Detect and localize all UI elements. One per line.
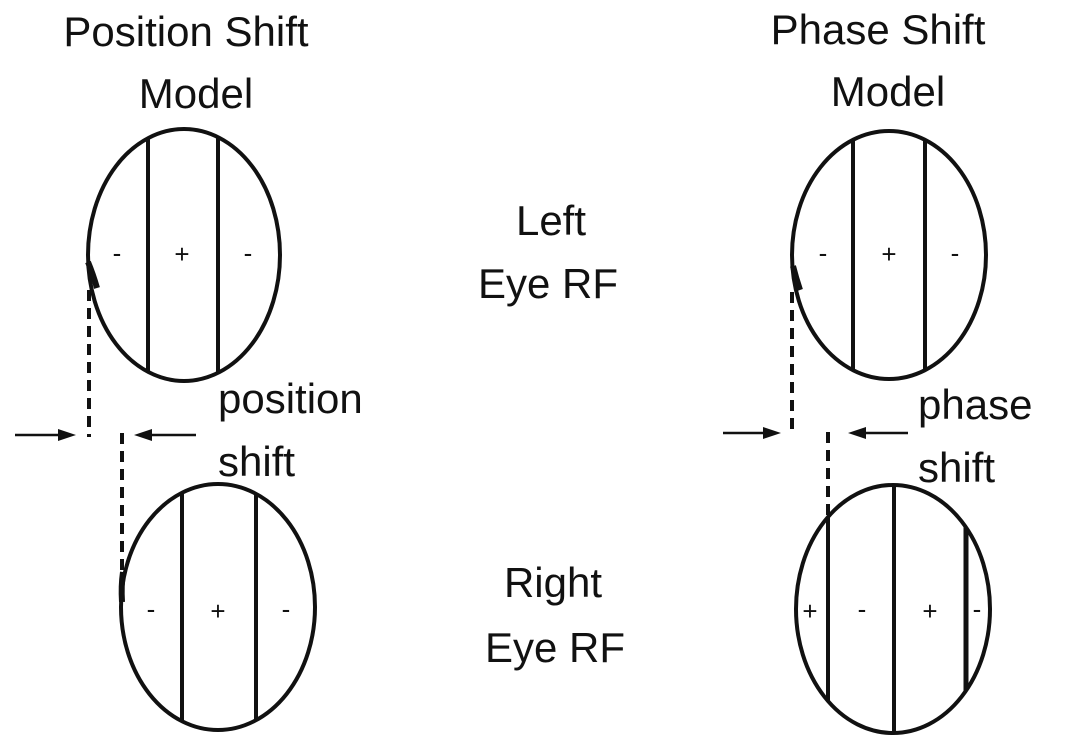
position-shift-label-line1: position	[218, 375, 363, 422]
center-labels: Left Eye RF Right Eye RF	[478, 197, 625, 671]
position-right-rf-edge-marker	[118, 571, 126, 603]
position-shift-arrow-right	[134, 429, 196, 441]
right-eye-label-line1: Right	[504, 559, 602, 606]
right-eye-label-line2: Eye RF	[485, 624, 625, 671]
position-left-rf-outline	[86, 127, 282, 383]
phase-right-rf-sign: -	[858, 594, 867, 624]
phase-shift-label-line2: shift	[918, 444, 995, 491]
phase-left-rf-sign: -	[819, 238, 828, 268]
position-right-rf-sign: +	[210, 596, 225, 626]
position-left-rf-sign: +	[174, 239, 189, 269]
phase-right-eye-rf: + - + -	[794, 483, 992, 735]
phase-right-rf-sign: +	[922, 596, 937, 626]
phase-shift-label-line1: phase	[918, 381, 1032, 428]
phase-right-rf-sign: -	[973, 594, 982, 624]
position-shift-model: Position Shift Model - + - position shif…	[15, 8, 363, 732]
left-eye-label-line2: Eye RF	[478, 260, 618, 307]
position-model-title-line2: Model	[139, 70, 253, 117]
position-shift-label-line2: shift	[218, 438, 295, 485]
position-right-eye-rf: - + -	[118, 482, 317, 732]
position-left-rf-sign: -	[113, 238, 122, 268]
phase-left-eye-rf: - + -	[790, 129, 988, 381]
position-shift-arrow-left	[15, 429, 76, 441]
phase-model-title-line2: Model	[831, 68, 945, 115]
phase-shift-arrow-right	[848, 427, 908, 439]
position-right-rf-sign: -	[147, 594, 156, 624]
position-right-rf-sign: -	[282, 594, 291, 624]
position-left-rf-edge-marker	[85, 260, 100, 289]
position-left-rf-sign: -	[244, 238, 253, 268]
phase-shift-model: Phase Shift Model - + - phase shift	[723, 6, 1032, 735]
position-left-eye-rf: - + -	[85, 127, 282, 383]
position-right-rf-outline	[119, 482, 317, 732]
phase-left-rf-edge-marker	[790, 265, 803, 291]
phase-shift-arrow-left	[723, 427, 781, 439]
phase-right-rf-sign: +	[802, 596, 817, 626]
phase-left-rf-sign: -	[951, 238, 960, 268]
phase-left-rf-outline	[790, 129, 988, 381]
left-eye-label-line1: Left	[516, 197, 586, 244]
position-model-title-line1: Position Shift	[63, 8, 308, 55]
phase-model-title-line1: Phase Shift	[771, 6, 986, 53]
phase-left-rf-sign: +	[881, 239, 896, 269]
